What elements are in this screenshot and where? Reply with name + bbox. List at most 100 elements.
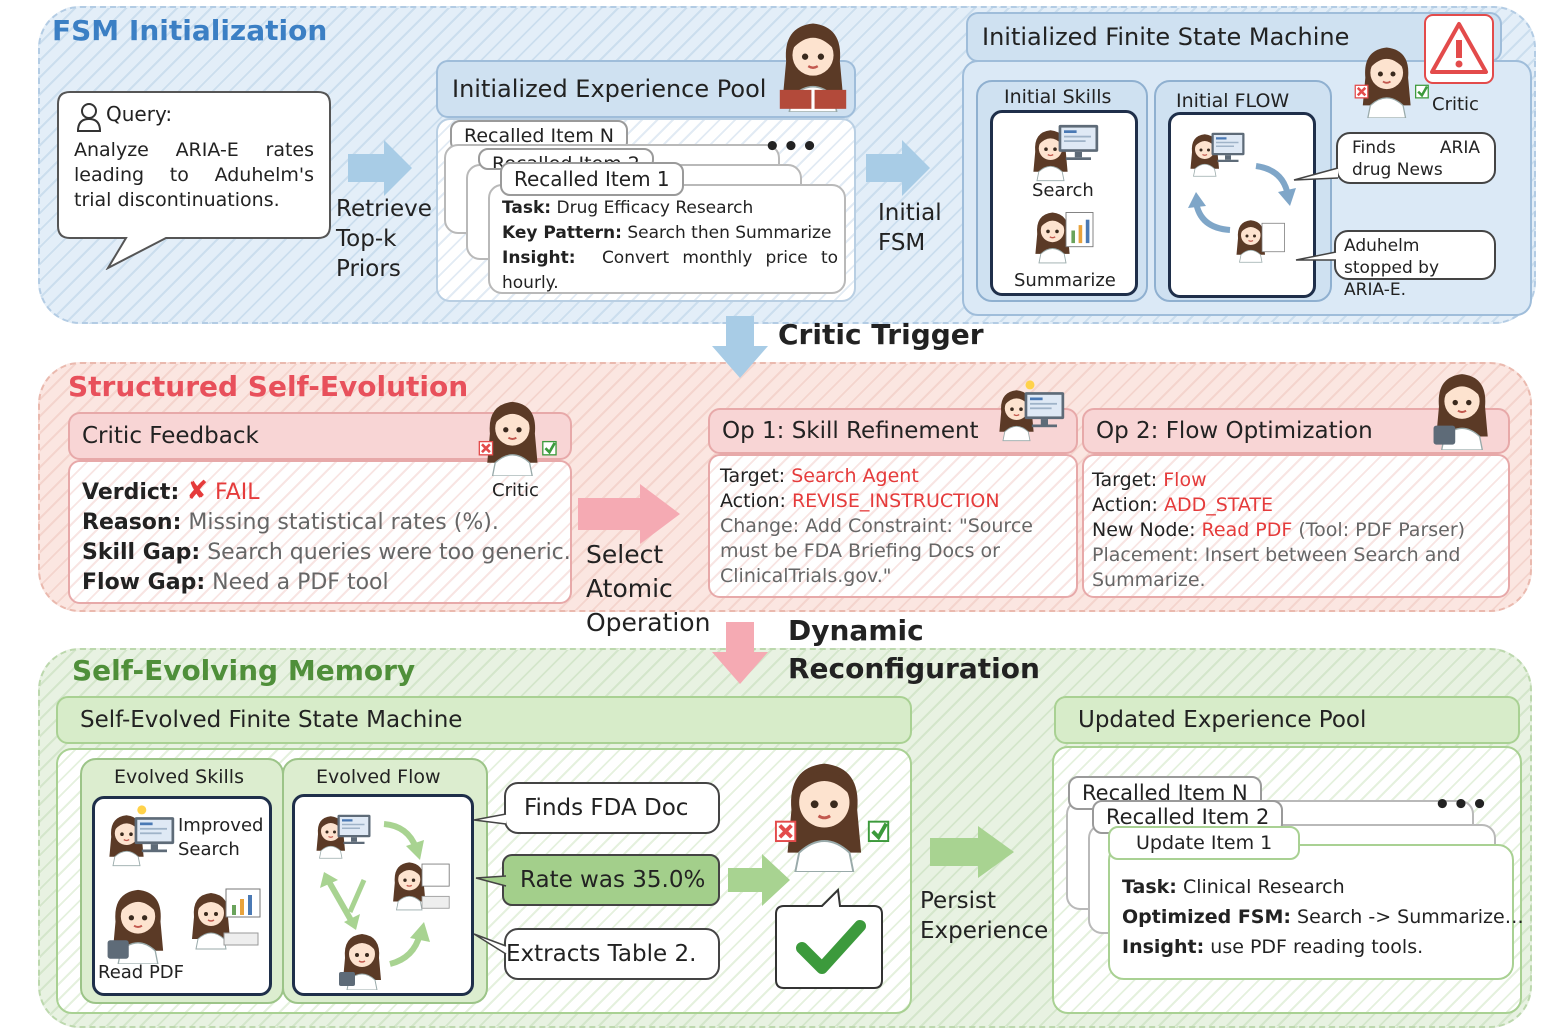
op2-tablet-girl-icon <box>1433 373 1489 450</box>
updated-pool-title: Updated Experience Pool <box>1054 696 1520 744</box>
warning-icon <box>1424 14 1494 84</box>
retrieve-line-3: Priors <box>336 256 401 282</box>
flow-bubble-stopped: Aduhelm stopped by ARIA-E. <box>1334 230 1496 300</box>
critic-trigger-label: Critic Trigger <box>778 318 984 351</box>
op1-content: Target: Search Agent Action: REVISE_INST… <box>720 464 1070 589</box>
initial-fsm-line-1: Initial <box>878 200 942 226</box>
persist-experience-label: Persist Experience <box>920 886 1048 946</box>
summarize-skill-icon <box>1034 211 1094 264</box>
op2-content: Target: Flow Action: ADD_STATE New Node:… <box>1092 468 1502 593</box>
feedback-content: Verdict: ✘ FAIL Reason: Missing statisti… <box>82 476 571 598</box>
flow-arrow-down-icon <box>1255 163 1296 206</box>
evolved-bubble-pointers <box>473 813 507 955</box>
skill-search-label: Search <box>1032 180 1094 201</box>
search-skill-icon <box>1032 124 1099 182</box>
improved-search-icon <box>108 805 175 867</box>
critic-label-init: Critic <box>1432 94 1479 115</box>
critic-trigger-arrow <box>712 316 768 378</box>
op2-node-key: New Node: <box>1092 519 1196 541</box>
upd-task-value: Clinical Research <box>1182 876 1345 898</box>
op2-target-value: Flow <box>1163 469 1207 491</box>
retrieve-label: Retrieve Top-k Priors <box>336 194 432 284</box>
op2-action-key: Action: <box>1092 494 1158 516</box>
upd-task-key: Task: <box>1122 876 1177 898</box>
op2-action-value: ADD_STATE <box>1163 494 1274 516</box>
pattern-value: Search then Summarize <box>627 223 832 243</box>
summarize-evolved-icon <box>191 888 261 950</box>
recalled-item-1-card: Task: Drug Efficacy Research Key Pattern… <box>488 184 846 294</box>
select-line-1: Select <box>586 540 664 569</box>
dynamic-line-2: Reconfiguration <box>788 652 1040 685</box>
persist-line-1: Persist <box>920 888 997 914</box>
section-title-self-evolution: Structured Self-Evolution <box>68 370 469 403</box>
select-operation-label: Select Atomic Operation <box>586 538 710 640</box>
op1-skill-icon <box>998 380 1065 442</box>
op2-placement: Placement: Insert between Search and Sum… <box>1092 544 1461 591</box>
skill-summarize-label: Summarize <box>1014 270 1116 291</box>
query-label: Query: <box>106 102 173 126</box>
flow-arrow-up-icon <box>1188 192 1231 233</box>
evolved-bubble-rate: Rate was 35.0% <box>502 854 720 906</box>
recalled-item-1-tab: Recalled Item 1 <box>500 162 684 196</box>
task-value: Drug Efficacy Research <box>556 198 754 218</box>
reading-girl-icon <box>779 22 847 112</box>
dynamic-line-1: Dynamic <box>788 614 924 647</box>
op1-body <box>708 454 1078 598</box>
initialized-fsm-title: Initialized Finite State Machine <box>966 12 1502 62</box>
verdict-key: Verdict: <box>82 480 180 505</box>
select-line-2: Atomic <box>586 574 673 603</box>
op1-action-key: Action: <box>720 490 786 512</box>
evolved-flow-arrow-up-icon <box>389 922 430 967</box>
section-title-memory: Self-Evolving Memory <box>72 654 416 687</box>
retrieve-line-2: Top-k <box>336 226 397 252</box>
op1-action-value: REVISE_INSTRUCTION <box>791 490 1000 512</box>
op1-target-key: Target: <box>720 465 786 487</box>
upd-insight-value: use PDF reading tools. <box>1210 936 1424 958</box>
evolved-fsm-title: Self-Evolved Finite State Machine <box>56 696 912 744</box>
query-text: Analyze ARIA-E rates leading to Aduhelm'… <box>74 139 314 211</box>
approving-critic-icon <box>774 762 890 872</box>
flow-summarize-icon <box>1235 219 1285 263</box>
initial-skills-title: Initial Skills <box>1004 86 1112 108</box>
flow-search-icon <box>1189 132 1245 177</box>
update-item-1-tab: Update Item 1 <box>1108 826 1301 860</box>
initial-fsm-label: Initial FSM <box>878 198 942 258</box>
checkmark-bubble-icon <box>775 887 883 989</box>
improved-search-label: Improved Search <box>178 815 264 860</box>
to-critic-arrow <box>728 854 790 906</box>
updated-more-dots: ••• <box>1434 790 1490 820</box>
critic-feedback-body <box>68 460 572 604</box>
dynamic-reconfiguration-label: Dynamic Reconfiguration <box>788 612 1040 688</box>
op1-target-value: Search Agent <box>791 465 919 487</box>
critic-feedback-character-icon <box>478 400 557 476</box>
more-items-dots: ••• <box>764 132 820 162</box>
read-pdf-icon <box>107 888 165 964</box>
op2-node-value: Read PDF <box>1201 519 1293 541</box>
insight-value: Convert monthly price to hourly. <box>502 248 839 293</box>
critic-character-icon <box>1354 46 1429 118</box>
retrieve-line-1: Retrieve <box>336 196 432 222</box>
retrieve-arrow <box>348 140 412 196</box>
evolved-bubble-table: Extracts Table 2. <box>504 928 720 980</box>
upd-fsm-value: Search -> Summarize… <box>1297 906 1524 928</box>
op2-node-tool: (Tool: PDF Parser) <box>1298 519 1466 541</box>
evolved-bubble-fda: Finds FDA Doc <box>504 782 720 834</box>
select-operation-arrow <box>578 484 680 544</box>
evolved-flow-bidirectional-arrow-icon <box>320 872 367 930</box>
evolved-skills-title: Evolved Skills <box>114 766 244 788</box>
evolved-flow-arrow-down-icon <box>383 821 424 860</box>
verdict-value: FAIL <box>215 480 260 505</box>
upd-fsm-key: Optimized FSM: <box>1122 906 1291 928</box>
evolved-flow-search-icon <box>315 814 371 859</box>
op2-target-key: Target: <box>1092 469 1158 491</box>
initial-fsm-arrow <box>866 140 930 196</box>
op2-body <box>1082 454 1510 598</box>
skill-gap-key: Skill Gap: <box>82 540 201 565</box>
pattern-key: Key Pattern: <box>502 223 622 243</box>
select-line-3: Operation <box>586 608 711 637</box>
read-pdf-label: Read PDF <box>98 962 185 983</box>
flow-bubble-news: Finds ARIA drug News <box>1336 132 1496 184</box>
op1-change: Change: Add Constraint: "Source must be … <box>720 515 1033 587</box>
initial-flow-title: Initial FLOW <box>1176 90 1290 112</box>
task-key: Task: <box>502 198 552 218</box>
